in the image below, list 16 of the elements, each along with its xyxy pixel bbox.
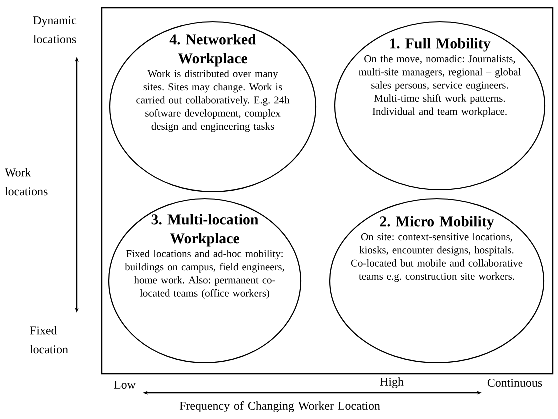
heading: 2. Micro Mobility xyxy=(380,216,494,230)
heading: 1. Full Mobility xyxy=(390,38,491,52)
heading: 3. Multi-location Workplace xyxy=(152,214,259,247)
heading: 4. Networked Workplace xyxy=(170,34,256,67)
axis-label: Work locations xyxy=(5,168,48,196)
frame-box xyxy=(101,7,554,375)
axis-label: Fixed location xyxy=(30,326,68,354)
axis-label: Continuous xyxy=(488,378,542,388)
body-text: On site: context-sensitive locations, kiosks, encounter designs, hospitals. Co-located but mobile and collaborative teams e.g. construction site workers. xyxy=(351,233,523,282)
axis-label: High xyxy=(380,378,404,388)
axis-label: Frequency of Changing Worker Location xyxy=(180,402,380,412)
body-text: Fixed locations and ad-hoc mobility: buildings on campus, field engineers, home work. Also: permanent co-located teams (office workers) xyxy=(125,250,284,299)
axis-label: Low xyxy=(114,381,136,389)
axis-label: Dynamic locations xyxy=(33,16,77,44)
body-text: On the move, nomadic: Journalists, multi-site managers, regional – global sales persons, service engineers. Multi-time shift work patterns. Individual and team workplace. xyxy=(359,55,521,118)
body-text: Work is distributed over many sites. Sites may change. Work is carried out collaboratively. E.g. 24h software development, complex design and engineering tasks xyxy=(136,70,290,132)
